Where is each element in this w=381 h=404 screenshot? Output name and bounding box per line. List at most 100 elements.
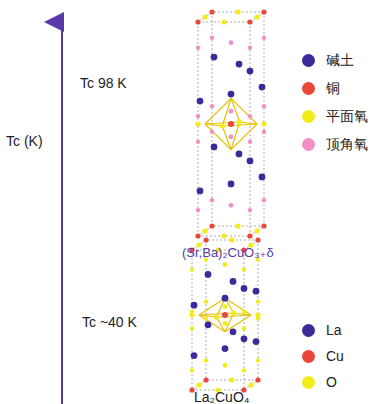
- atom: [242, 368, 246, 372]
- atom: [197, 188, 204, 195]
- atom: [261, 9, 266, 14]
- atom: [235, 9, 240, 14]
- atom: [230, 278, 237, 285]
- cell-edge: [225, 298, 251, 315]
- atom: [223, 304, 228, 309]
- legend-swatch: [302, 138, 315, 151]
- atom: [229, 109, 234, 114]
- cell-edge: [205, 124, 231, 150]
- atom: [205, 321, 212, 328]
- atom: [223, 363, 228, 368]
- atom: [195, 233, 200, 238]
- atom: [190, 267, 194, 271]
- atom: [236, 151, 243, 158]
- atom: [259, 84, 266, 91]
- atom: [247, 158, 254, 165]
- atom: [189, 387, 194, 392]
- atom: [256, 299, 260, 303]
- atom: [236, 61, 243, 68]
- atom: [221, 233, 226, 238]
- atom: [261, 121, 266, 126]
- atom: [205, 271, 212, 278]
- atom: [214, 314, 219, 319]
- atom: [242, 267, 246, 271]
- atom: [209, 9, 214, 14]
- atom: [196, 382, 201, 387]
- atom: [259, 174, 266, 181]
- legend-text: 顶角氧: [326, 137, 368, 151]
- atom: [262, 104, 266, 108]
- atom: [229, 134, 234, 139]
- atom: [209, 223, 214, 228]
- atom: [247, 233, 252, 238]
- atom: [262, 130, 266, 134]
- atom: [235, 223, 240, 228]
- legend-swatch: [302, 110, 315, 123]
- atom: [242, 326, 246, 330]
- atom: [247, 19, 252, 24]
- atom: [256, 316, 260, 320]
- legend-text: Cu: [326, 349, 344, 363]
- cell-edge: [240, 122, 257, 124]
- atom: [248, 382, 253, 387]
- atom: [191, 302, 198, 309]
- atom: [195, 121, 200, 126]
- atom: [253, 288, 260, 295]
- formula: La₂CuO₄: [194, 390, 250, 404]
- atom: [241, 335, 248, 342]
- tc-axis-arrow: [61, 22, 63, 404]
- atom: [229, 40, 234, 45]
- legend-text: 铜: [326, 81, 340, 95]
- tc-value: Tc ~40 K: [82, 315, 137, 329]
- atom: [197, 98, 204, 105]
- cell-edge: [199, 315, 225, 332]
- atom: [228, 121, 234, 127]
- atom: [253, 338, 260, 345]
- atom: [190, 326, 194, 330]
- cell-edge: [212, 12, 213, 226]
- atom: [211, 54, 218, 61]
- atom: [222, 295, 229, 302]
- atom: [196, 208, 200, 212]
- atom: [228, 181, 235, 188]
- atom: [262, 198, 266, 202]
- atom: [189, 312, 194, 317]
- cell-edge: [231, 98, 257, 124]
- atom: [204, 316, 208, 320]
- legend-swatch: [302, 54, 315, 67]
- atom: [248, 140, 252, 144]
- legend-text: La: [326, 323, 342, 337]
- atom: [196, 45, 200, 49]
- atom: [203, 377, 208, 382]
- atom: [229, 203, 234, 208]
- atom: [204, 358, 208, 362]
- atom: [223, 321, 228, 326]
- atom: [262, 35, 266, 39]
- axis-label: Tc (K): [6, 134, 43, 148]
- atom: [229, 237, 234, 242]
- atom: [221, 19, 226, 24]
- atom: [210, 198, 214, 202]
- cell-edge: [250, 22, 251, 236]
- atom: [248, 114, 252, 118]
- legend-text: 碱土: [326, 53, 354, 67]
- atom: [237, 119, 242, 124]
- atom: [256, 358, 260, 362]
- atom: [255, 237, 260, 242]
- atom: [196, 114, 200, 118]
- atom: [195, 19, 200, 24]
- atom: [191, 352, 198, 359]
- atom: [222, 345, 229, 352]
- formula: (Sr,Ba)₂CuO₃₊δ: [182, 246, 274, 259]
- atom: [241, 285, 248, 292]
- atom: [248, 208, 252, 212]
- atom: [254, 228, 259, 233]
- atom: [231, 310, 236, 315]
- tc-value: Tc 98 K: [80, 76, 127, 90]
- atom: [203, 237, 208, 242]
- legend-swatch: [302, 82, 315, 95]
- atom: [242, 309, 246, 313]
- legend-text: 平面氧: [326, 109, 368, 123]
- legend-swatch: [302, 350, 315, 363]
